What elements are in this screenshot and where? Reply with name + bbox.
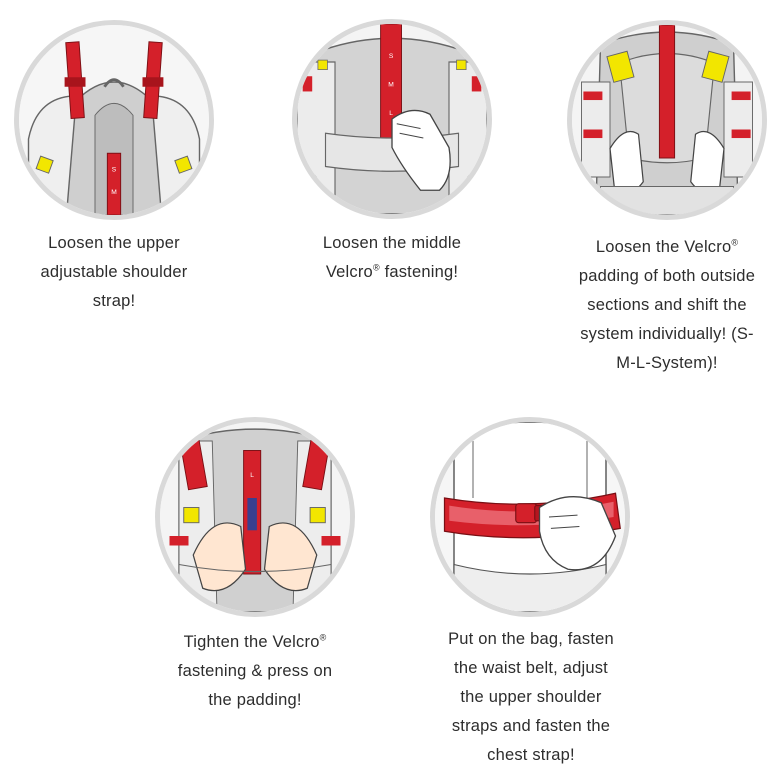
caption-line: straps and fasten the (451, 717, 611, 735)
caption-line: adjustable shoulder (40, 263, 188, 281)
caption-line: Loosen the middle (322, 234, 462, 252)
step-5-caption: Put on the bag, fasten the waist belt, a… (420, 625, 642, 770)
press-padding-illustration: L (160, 422, 350, 612)
size-mark-s: S (389, 53, 394, 60)
step-1-illustration: S M (14, 20, 214, 220)
step-3-caption: Loosen the Velcro® padding of both outsi… (562, 233, 772, 378)
size-mark-l: L (389, 110, 393, 117)
step-4-caption: Tighten the Velcro® fastening & press on… (148, 628, 362, 715)
caption-line: padding of both outside (578, 267, 756, 285)
backpack-shoulder-strap-illustration: S M (19, 25, 209, 215)
step-5-illustration (430, 417, 630, 617)
size-mark-s: S (112, 166, 117, 173)
caption-line: chest strap! (487, 746, 575, 764)
caption-line: the padding! (208, 691, 302, 709)
caption-line: strap! (92, 292, 136, 310)
step-4-illustration: L (155, 417, 355, 617)
step-2-caption: Loosen the middle Velcro® fastening! (272, 229, 512, 287)
caption-line: Loosen the Velcro® (595, 237, 739, 256)
caption-line: Tighten the Velcro® (183, 632, 327, 651)
caption-line: sections and shift the (587, 296, 747, 314)
padding-shift-illustration (572, 25, 762, 215)
caption-line: M-L-System)! (616, 354, 718, 372)
step-1-caption: Loosen the upper adjustable shoulder str… (14, 229, 214, 316)
waist-belt-illustration (435, 422, 625, 612)
size-mark-m: M (111, 189, 117, 196)
velcro-fastening-illustration: S M L (297, 24, 487, 214)
caption-line: Put on the bag, fasten (448, 630, 614, 648)
caption-line: the upper shoulder (460, 688, 602, 706)
caption-line: Velcro® fastening! (325, 262, 459, 281)
size-mark-m: M (388, 82, 394, 89)
caption-line: fastening & press on (177, 662, 333, 680)
step-3-illustration (567, 20, 767, 220)
caption-line: the waist belt, adjust (454, 659, 608, 677)
size-mark-l: L (250, 472, 254, 479)
caption-line: Loosen the upper (48, 234, 180, 252)
caption-line: system individually! (S- (580, 325, 754, 343)
step-2-illustration: S M L (292, 19, 492, 219)
